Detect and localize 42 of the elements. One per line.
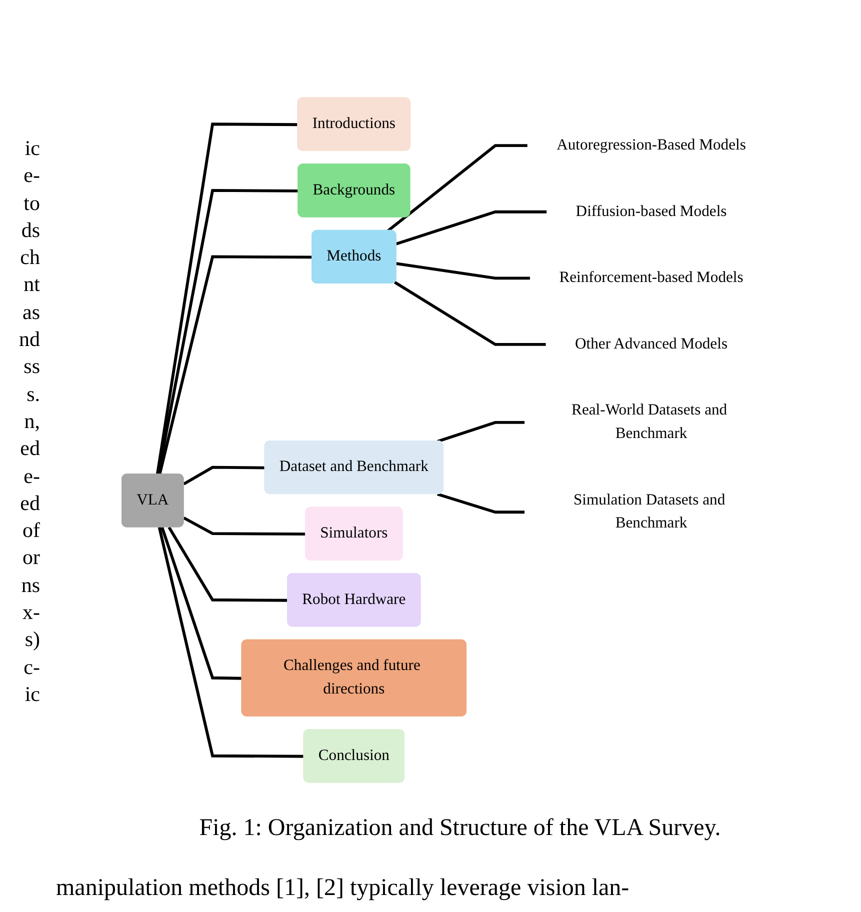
- connector: [386, 144, 528, 232]
- body-text-fragment: to: [22, 190, 40, 217]
- body-text-fragment: ed: [19, 435, 40, 462]
- connector: [156, 122, 298, 475]
- body-text-fragment: s): [24, 626, 40, 654]
- body-text-fragment: e-: [22, 162, 40, 190]
- connector: [183, 466, 266, 486]
- connector: [160, 526, 242, 680]
- node-text: Autoregression-Based Models: [556, 136, 746, 154]
- body-text-fragment: ds: [20, 216, 40, 244]
- body-text-fragment: nt: [22, 271, 40, 298]
- connector: [396, 262, 530, 280]
- body-text-fragment: as: [22, 298, 40, 326]
- connector: [396, 210, 547, 246]
- body-text-fragment: nd: [18, 326, 40, 354]
- body-text-fragment: ch: [19, 244, 40, 272]
- body-text-fragment: ic: [24, 680, 40, 708]
- connector: [158, 255, 312, 475]
- connector: [436, 492, 525, 514]
- node-text: Real-World Datasets and Benchmark: [572, 402, 728, 442]
- connector: [394, 281, 546, 346]
- body-text-fragment: ns: [20, 572, 40, 599]
- node-text: Diffusion-based Models: [576, 203, 727, 220]
- body-text-fragment: or: [22, 544, 40, 572]
- connector: [436, 420, 525, 443]
- body-text-fragment: of: [22, 517, 40, 544]
- node-text: Simulation Datasets and Benchmark: [574, 492, 726, 532]
- connector: [158, 526, 304, 758]
- node-text: Reinforcement-based Models: [559, 269, 744, 286]
- body-text-fragment: ss: [22, 353, 40, 380]
- connector: [168, 526, 288, 602]
- connector: [183, 516, 306, 536]
- figure-caption: Fig. 1: Organization and Structure of the VLA Survey.: [198, 815, 722, 842]
- body-text-fragment: x-: [22, 599, 40, 626]
- node-text: Other Advanced Models: [575, 336, 728, 352]
- body-text-fragment: ed: [19, 490, 40, 517]
- body-text-fragment: s.: [26, 380, 40, 408]
- body-text-fragment: n,: [23, 408, 40, 435]
- body-text-fragment: e-: [22, 462, 40, 490]
- body-text-line: manipulation methods [1], [2] typically leverage vision lan-: [56, 875, 630, 901]
- body-text-fragment: c-: [22, 654, 40, 681]
- body-text-fragment: ic: [24, 135, 40, 162]
